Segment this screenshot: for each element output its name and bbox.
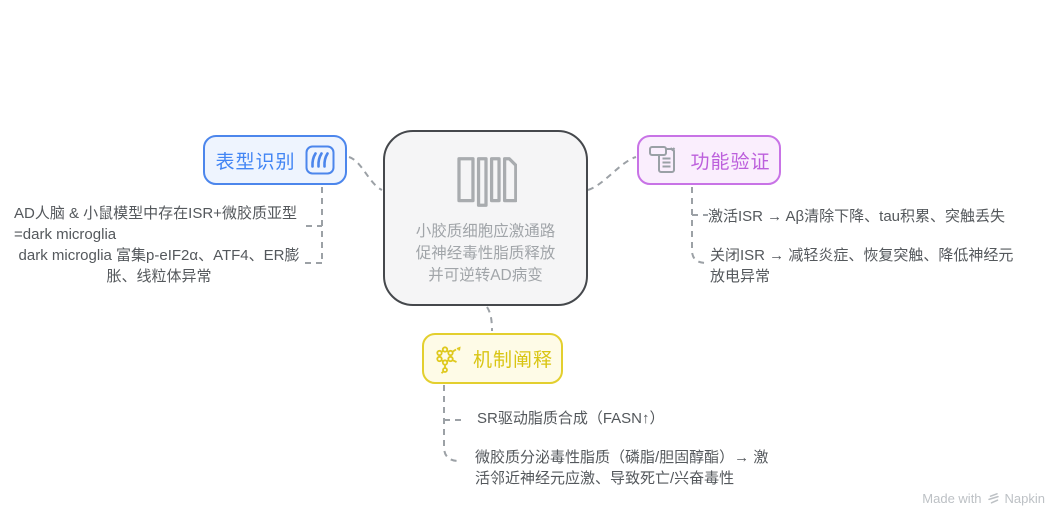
branch-mechanism-label: 机制阐释 [472, 350, 553, 371]
branch-node-mechanism[interactable]: 机制阐释 [422, 333, 563, 384]
central-topic-node[interactable]: 小胶质细胞应激通路 促神经毒性脂质释放 并可逆转AD病变 [383, 130, 588, 306]
form-document-icon [649, 146, 676, 173]
branch-function-label: 功能验证 [690, 151, 771, 173]
connector-blue-to-center [348, 156, 383, 191]
note-function-2[interactable]: 关闭ISR → 减轻炎症、恢复突触、降低神经元 放电异常 [710, 247, 1014, 285]
brand-text: Napkin [1004, 491, 1045, 506]
connector-center-to-purple [587, 156, 637, 191]
napkin-logo-icon [987, 493, 999, 504]
note-phenotype-2[interactable]: dark microglia 富集p-eIF2α、ATF4、ER膨 胀、线粒体异… [18, 247, 300, 285]
note-mechanism-1[interactable]: SR驱动脂质合成（FASN↑） [477, 410, 665, 427]
molecule-icon [436, 345, 461, 374]
made-with-napkin-badge: Made with Napkin [922, 491, 1045, 506]
branch-phenotype-label: 表型识别 [215, 151, 296, 173]
note-mechanism-2[interactable]: 微胶质分泌毒性脂质（磷脂/胆固醇酯）→ 激 活邻近神经元应激、导致死亡/兴奋毒性 [475, 449, 769, 487]
made-with-text: Made with [922, 491, 982, 506]
connector-purple-trunk [691, 187, 708, 264]
brush-strokes-icon [305, 145, 334, 175]
library-books-icon [456, 157, 517, 207]
branch-node-function[interactable]: 功能验证 [637, 135, 781, 185]
note-phenotype-1[interactable]: AD人脑 & 小鼠模型中存在ISR+微胶质亚型 =dark microglia [14, 205, 297, 243]
branch-node-phenotype[interactable]: 表型识别 [203, 135, 347, 185]
connector-center-to-yellow [486, 306, 493, 332]
connector-yellow-trunk [443, 385, 460, 462]
central-topic-text: 小胶质细胞应激通路 促神经毒性脂质释放 并可逆转AD病变 [415, 223, 556, 284]
note-function-1[interactable]: 激活ISR → Aβ清除下降、tau积累、突触丢失 [708, 208, 1005, 225]
